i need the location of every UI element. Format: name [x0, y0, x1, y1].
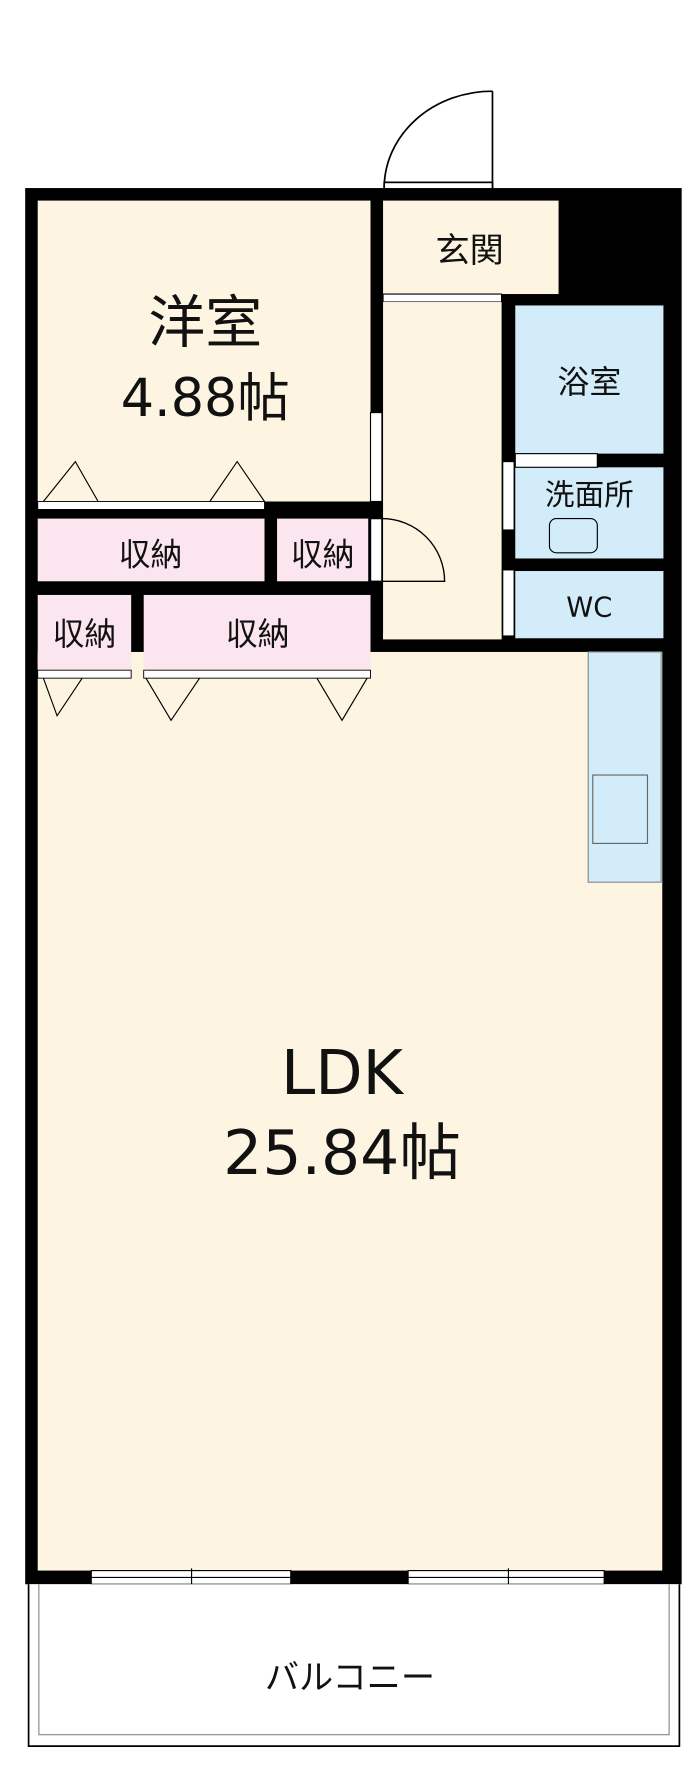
- storage-label: 収納: [226, 615, 290, 653]
- balcony-window: [90, 1568, 605, 1587]
- washroom-label: 洗面所: [545, 477, 634, 512]
- kitchen-counter: [587, 651, 662, 883]
- closet-door-icon: [42, 460, 368, 722]
- storage-label: 収納: [291, 535, 355, 573]
- closet-door-track: [37, 669, 132, 679]
- entrance-step: [382, 293, 503, 303]
- storage-3: [37, 594, 132, 670]
- balcony-label: バルコニー: [265, 1658, 435, 1698]
- storage-label: 収納: [119, 535, 183, 573]
- storage-2: [277, 518, 369, 582]
- closet-door-track: [143, 669, 371, 679]
- hallway-ldk-opening: [383, 632, 502, 640]
- kitchen-sink-icon: [592, 774, 649, 844]
- bath-door: [514, 453, 598, 468]
- ldk-size: 25.84帖: [223, 1117, 461, 1189]
- entrance-label: 玄関: [435, 231, 503, 271]
- western-room-name: 洋室: [148, 290, 262, 356]
- ldk-floor: [37, 651, 663, 1571]
- western-room-size: 4.88帖: [121, 368, 290, 429]
- storage-door-icon: [369, 517, 446, 582]
- entrance-floor: [383, 200, 559, 295]
- hallway-floor: [383, 302, 502, 639]
- wc-door: [502, 569, 515, 637]
- closet-door-track: [37, 501, 265, 510]
- washroom-door: [502, 461, 515, 531]
- bath-floor: [515, 305, 664, 454]
- western-room-door: [369, 412, 383, 503]
- washbasin-icon: [548, 518, 598, 554]
- storage-4: [143, 594, 371, 670]
- western-room-floor: [37, 200, 371, 502]
- wc-floor: [515, 571, 664, 639]
- washroom-floor: [515, 467, 664, 559]
- entrance-door-icon: [383, 90, 494, 191]
- storage-1: [37, 518, 265, 582]
- balcony-outline: [27, 1584, 681, 1747]
- bath-label: 浴室: [557, 363, 621, 401]
- storage-label: 収納: [53, 615, 117, 653]
- ldk-name: LDK: [281, 1037, 405, 1109]
- wc-label: WC: [566, 593, 612, 624]
